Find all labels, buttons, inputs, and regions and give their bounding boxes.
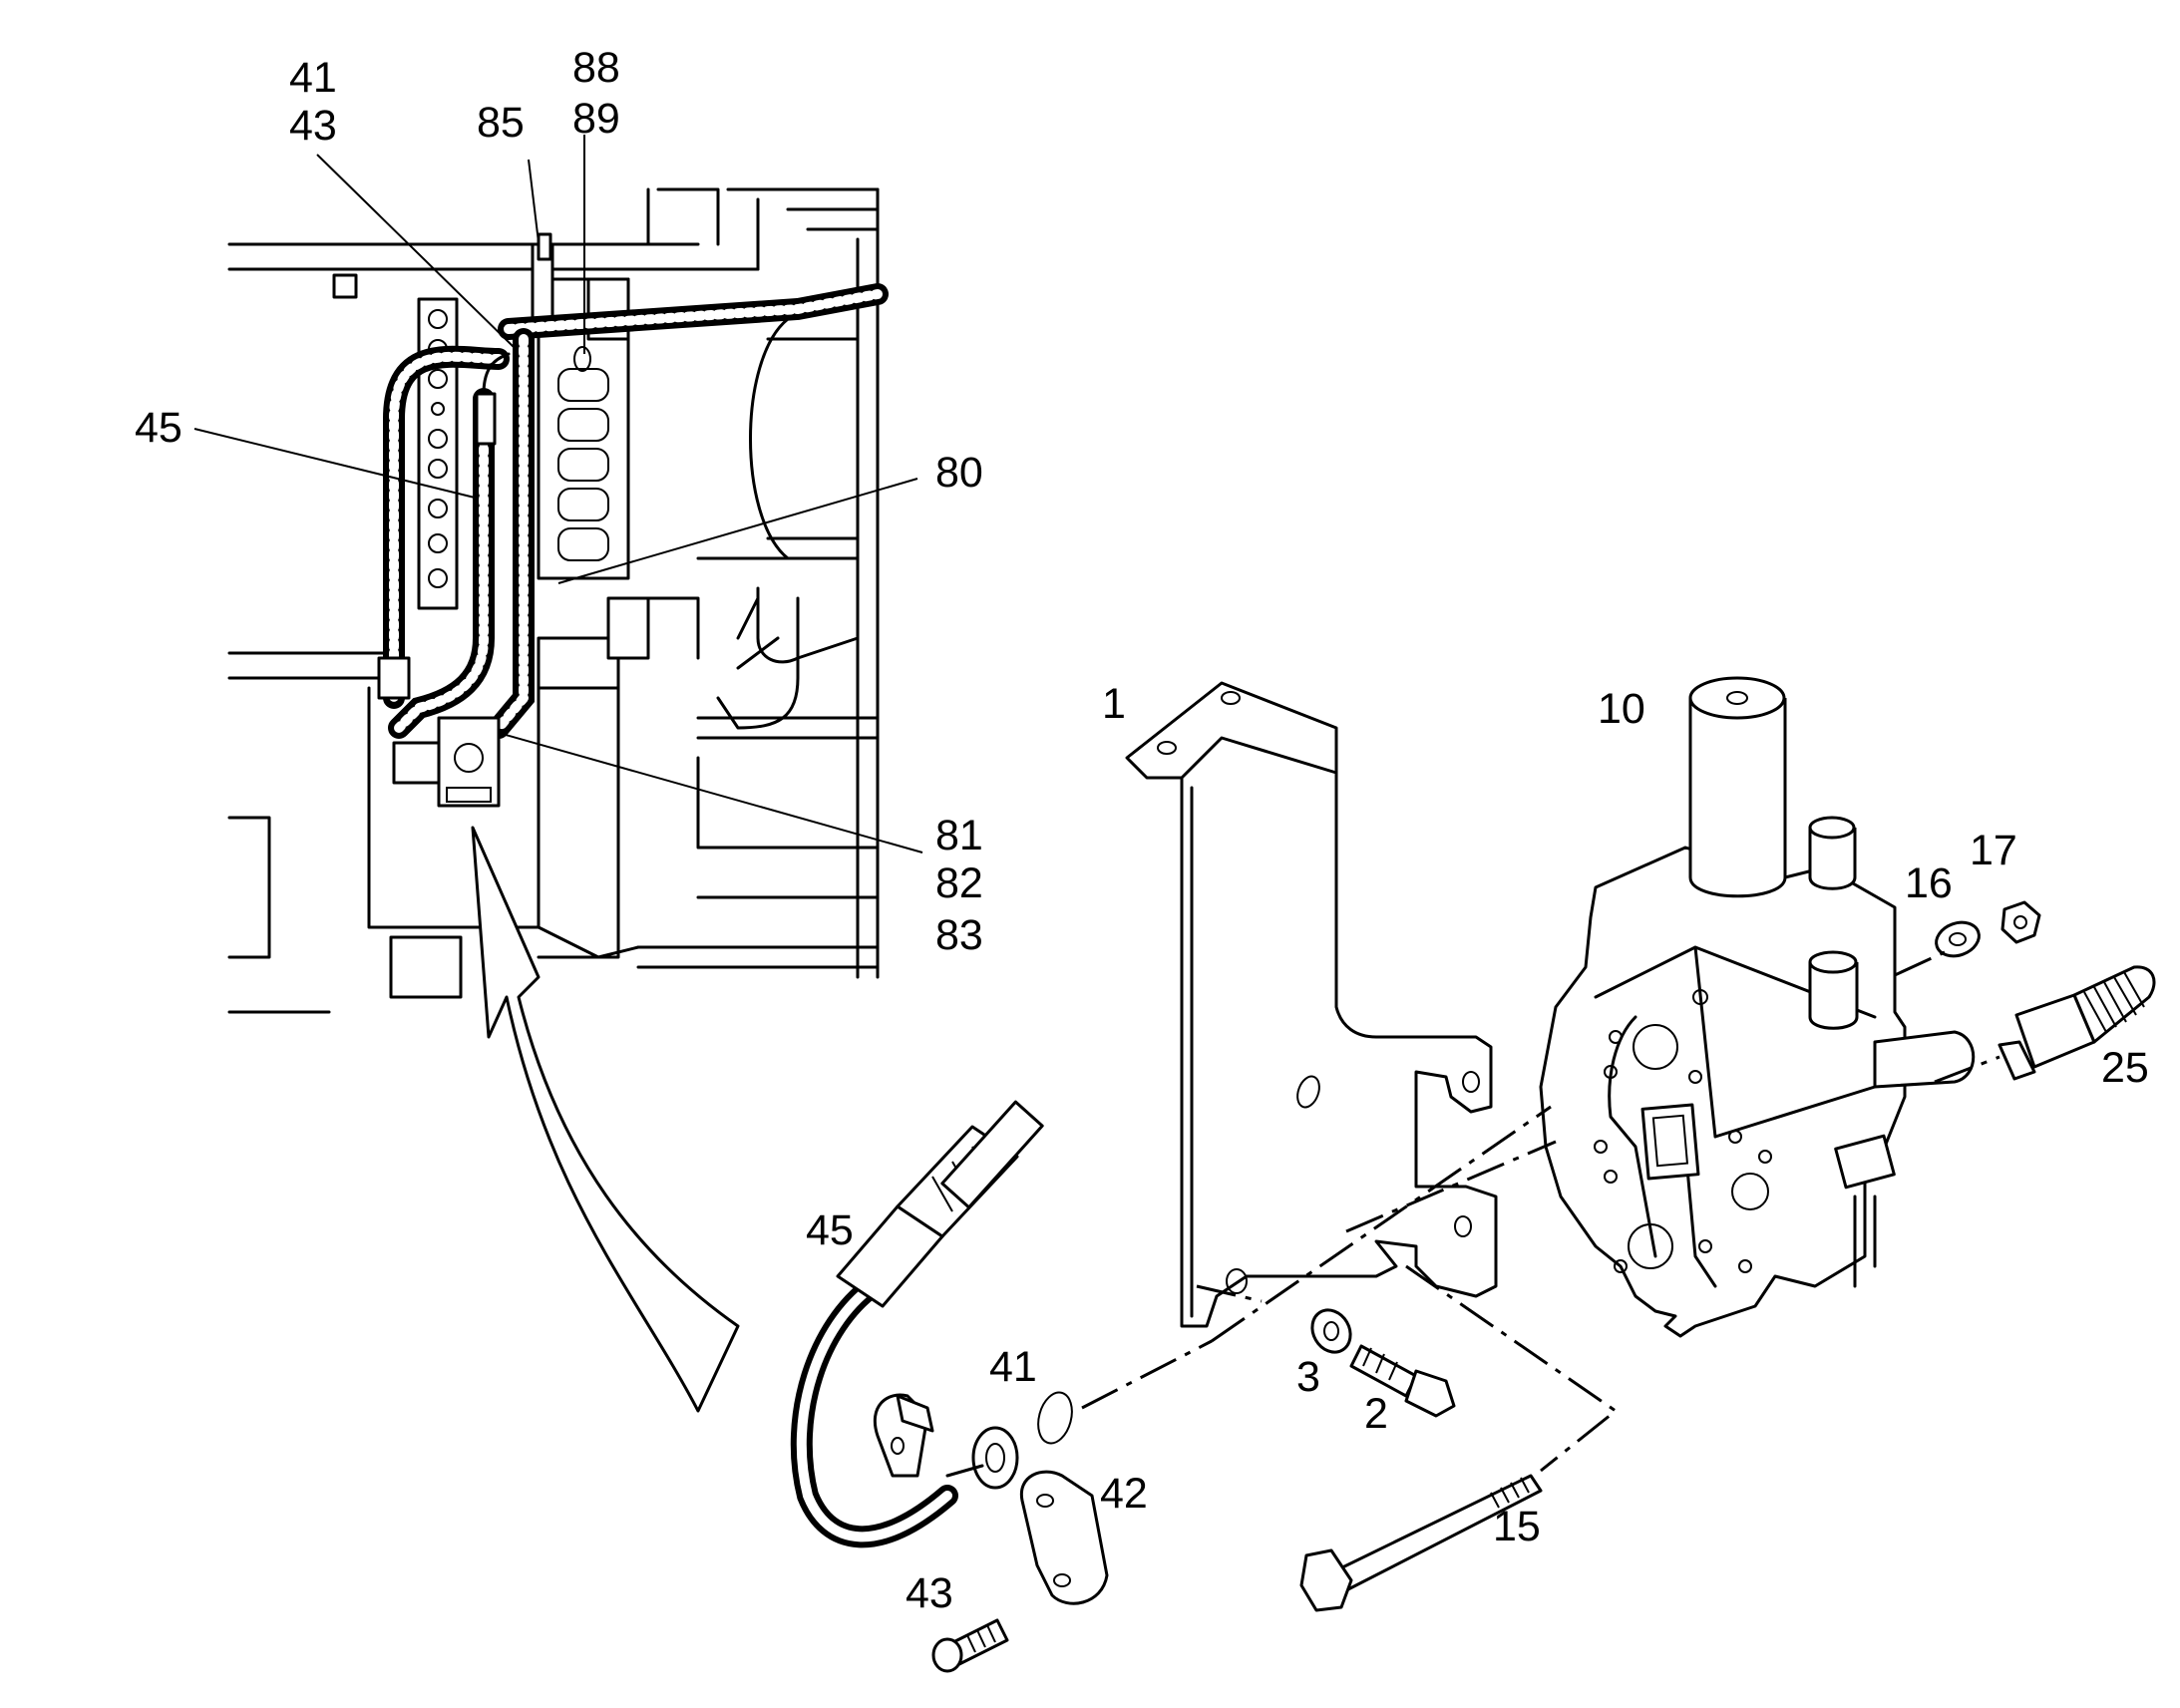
callout-10: 10 [1598, 685, 1645, 733]
callout-45-inset: 45 [135, 404, 182, 452]
leader-lines [193, 135, 923, 854]
callout-3: 3 [1296, 1353, 1320, 1401]
callout-42: 42 [1100, 1470, 1148, 1518]
installed-view-inset [227, 187, 889, 1413]
callout-85: 85 [477, 99, 525, 147]
callout-43-exploded: 43 [906, 1569, 953, 1617]
callout-81: 81 [935, 812, 983, 859]
callout-25: 25 [2101, 1044, 2149, 1092]
callout-88: 88 [572, 44, 620, 92]
callout-80: 80 [935, 449, 983, 497]
callout-43-inset: 43 [289, 102, 337, 150]
exploded-view [790, 676, 2156, 1673]
callout-41-exploded: 41 [989, 1343, 1037, 1391]
callout-1: 1 [1102, 680, 1126, 728]
callout-41-inset: 41 [289, 54, 337, 102]
callout-83: 83 [935, 911, 983, 959]
callout-89: 89 [572, 95, 620, 143]
callout-16: 16 [1905, 859, 1953, 907]
callout-15: 15 [1493, 1503, 1541, 1550]
callout-17: 17 [1970, 827, 2017, 874]
callout-82: 82 [935, 859, 983, 907]
callouts: 41 43 85 88 89 45 80 81 82 83 1 10 16 17… [135, 44, 2149, 1617]
callout-45-exploded: 45 [806, 1206, 854, 1254]
callout-2: 2 [1364, 1390, 1388, 1438]
